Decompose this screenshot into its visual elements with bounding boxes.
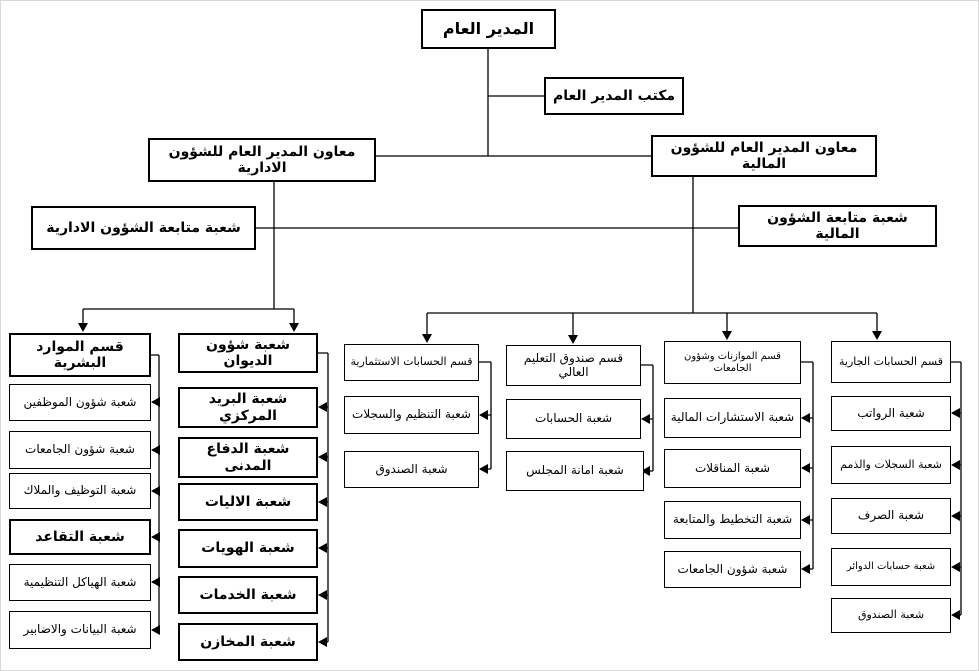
box-machinery-division: شعبة الاليات: [178, 483, 318, 521]
connectors: [82, 49, 962, 643]
box-fund-division-current: شعبة الصندوق: [831, 598, 951, 633]
arrow-left-icon: [801, 413, 810, 423]
arrowheads: [78, 323, 960, 647]
box-current-accounts-dept: قسم الحسابات الجارية: [831, 341, 951, 383]
box-deputy-finance: معاون المدير العام للشؤون المالية: [651, 135, 877, 177]
arrow-left-icon: [151, 445, 160, 455]
box-investment-accounts-dept: قسم الحسابات الاستثمارية: [344, 344, 479, 381]
box-diwan-affairs-division: شعبة شؤون الديوان: [178, 333, 318, 373]
box-gm-office: مكتب المدير العام: [544, 77, 684, 115]
arrow-left-icon: [318, 543, 327, 553]
connector-col6-spine: [951, 361, 962, 616]
box-dept-accounts-division: شعبة حسابات الدوائر: [831, 548, 951, 586]
box-budgets-universities-dept: قسم الموازنات وشؤون الجامعات: [664, 341, 801, 384]
arrow-left-icon: [951, 562, 960, 572]
box-financial-consultations-division: شعبة الاستشارات المالية: [664, 398, 801, 438]
arrow-down-icon: [289, 323, 299, 332]
arrow-down-icon: [722, 331, 732, 340]
arrow-left-icon: [479, 464, 488, 474]
box-warehouses-division: شعبة المخازن: [178, 623, 318, 661]
arrow-left-icon: [151, 577, 160, 587]
box-deputy-admin: معاون المدير العام للشؤون الادارية: [148, 138, 376, 182]
box-services-division: شعبة الخدمات: [178, 576, 318, 614]
arrow-left-icon: [951, 511, 960, 521]
box-universities-affairs-division-finance: شعبة شؤون الجامعات: [664, 551, 801, 588]
arrow-left-icon: [801, 564, 810, 574]
box-followup-finance: شعبة متابعة الشؤون المالية: [738, 205, 937, 247]
box-council-secretariat-division: شعبة امانة المجلس: [506, 451, 644, 491]
arrow-down-icon: [422, 334, 432, 343]
box-records-receivables-division: شعبة السجلات والذمم: [831, 446, 951, 484]
box-organization-records-division: شعبة التنظيم والسجلات: [344, 396, 479, 434]
arrow-left-icon: [151, 625, 160, 635]
box-higher-education-fund-dept: قسم صندوق التعليم العالي: [506, 345, 641, 386]
box-transfers-division: شعبة المناقلات: [664, 449, 801, 488]
box-central-mail-division: شعبة البريد المركزي: [178, 387, 318, 428]
arrow-left-icon: [641, 466, 650, 476]
box-org-structures-division: شعبة الهياكل التنظيمية: [9, 564, 151, 601]
arrow-left-icon: [318, 497, 327, 507]
box-ids-division: شعبة الهويات: [178, 529, 318, 568]
box-planning-followup-division: شعبة التخطيط والمتابعة: [664, 501, 801, 539]
arrow-left-icon: [151, 486, 160, 496]
arrow-left-icon: [151, 532, 160, 542]
box-fund-division-investment: شعبة الصندوق: [344, 451, 479, 488]
arrow-left-icon: [318, 637, 327, 647]
arrow-left-icon: [318, 590, 327, 600]
box-retirement-division: شعبة التقاعد: [9, 519, 151, 555]
box-employees-affairs-division: شعبة شؤون الموظفين: [9, 384, 151, 421]
arrow-down-icon: [78, 323, 88, 332]
arrow-left-icon: [951, 610, 960, 620]
box-followup-admin: شعبة متابعة الشؤون الادارية: [31, 206, 256, 250]
arrow-left-icon: [641, 414, 650, 424]
box-data-files-division: شعبة البيانات والاضابير: [9, 611, 151, 649]
arrow-left-icon: [151, 397, 160, 407]
arrow-left-icon: [801, 463, 810, 473]
arrow-left-icon: [951, 460, 960, 470]
connector-col4-spine: [641, 364, 654, 472]
box-salaries-division: شعبة الرواتب: [831, 396, 951, 431]
arrow-down-icon: [568, 335, 578, 344]
box-general-manager: المدير العام: [421, 9, 556, 49]
box-accounts-division: شعبة الحسابات: [506, 399, 641, 439]
box-disbursement-division: شعبة الصرف: [831, 498, 951, 534]
arrow-left-icon: [318, 452, 327, 462]
arrow-left-icon: [801, 515, 810, 525]
arrow-left-icon: [479, 410, 488, 420]
box-civil-defense-division: شعبة الدفاع المدنى: [178, 437, 318, 478]
connector-col3-spine: [479, 361, 492, 470]
box-recruitment-staffing-division: شعبة التوظيف والملاك: [9, 473, 151, 509]
box-hr-department: قسم الموارد البشرية: [9, 333, 151, 377]
arrow-left-icon: [318, 402, 327, 412]
box-universities-affairs-division: شعبة شؤون الجامعات: [9, 431, 151, 469]
arrow-left-icon: [951, 408, 960, 418]
arrow-down-icon: [872, 331, 882, 340]
